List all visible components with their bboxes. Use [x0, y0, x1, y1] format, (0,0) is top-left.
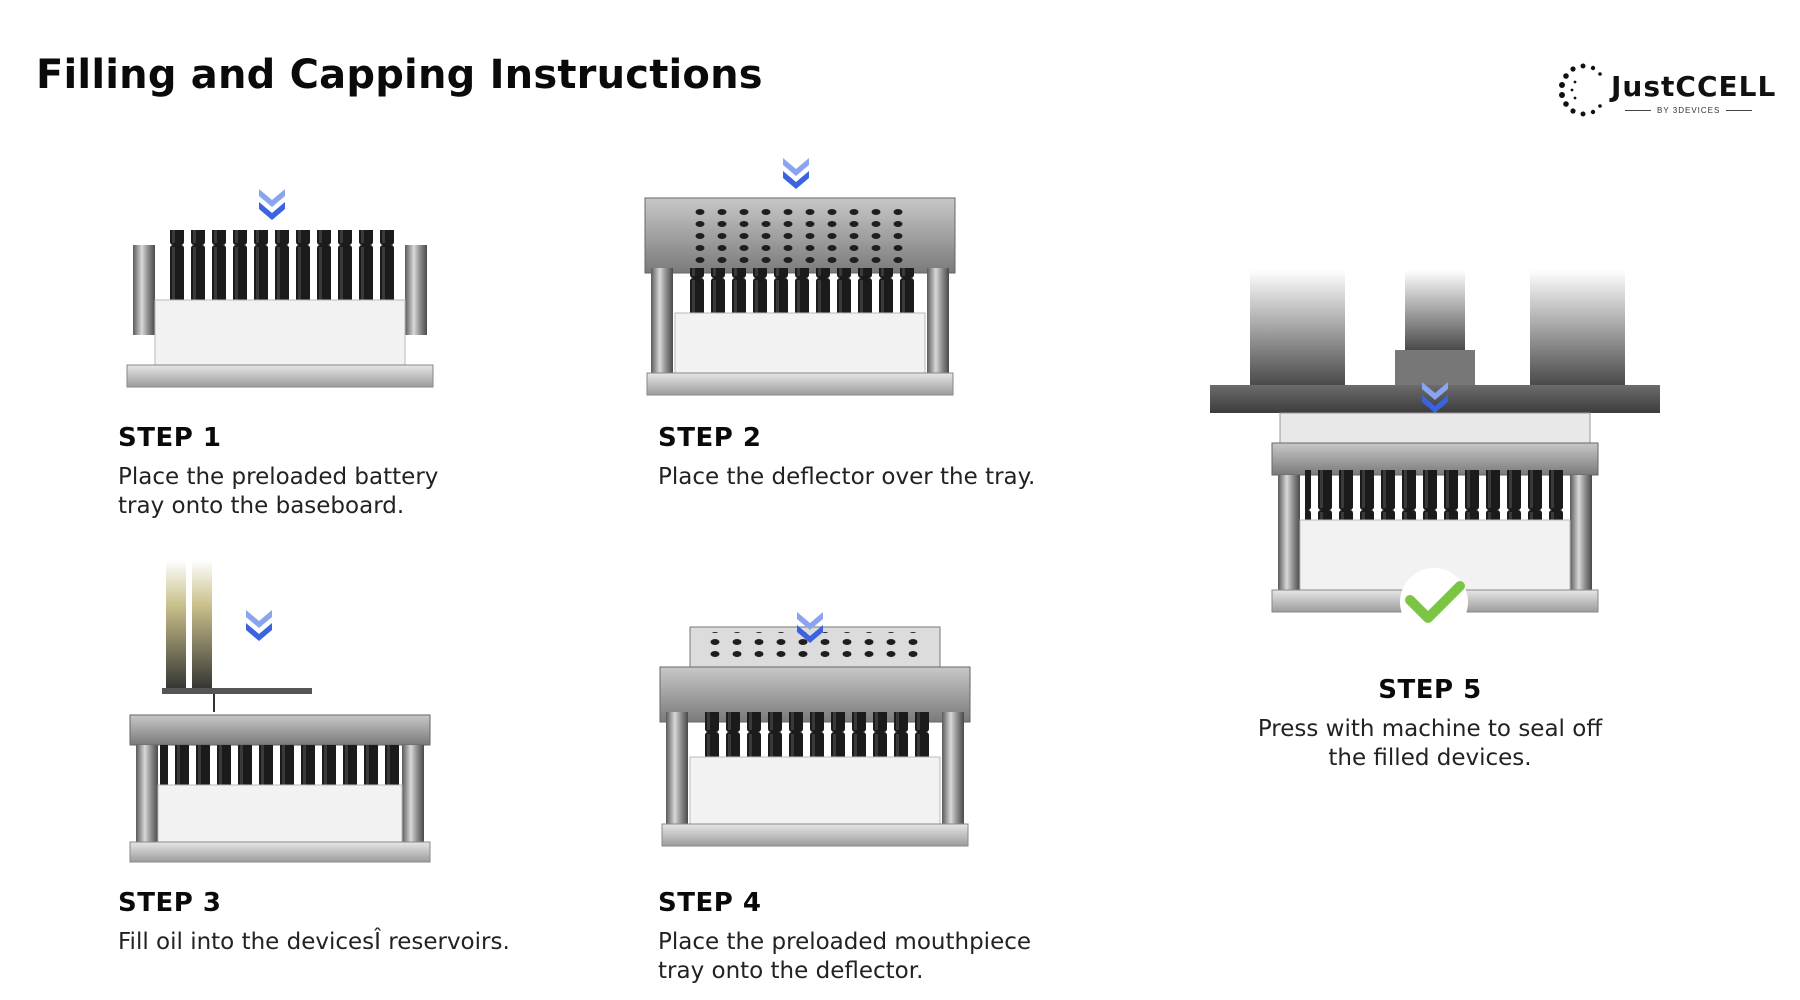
- step1-illustration: [126, 189, 434, 388]
- step5-desc-line2: the filled devices.: [1328, 745, 1532, 771]
- step2-label: STEP 2: [658, 423, 762, 453]
- step2-illustration: [644, 158, 956, 396]
- down-chevron-icon: [783, 158, 809, 189]
- step1-label: STEP 1: [118, 423, 222, 453]
- step2-desc-line1: Place the deflector over the tray.: [658, 464, 1036, 490]
- step1-description: Place the preloaded battery tray onto th…: [118, 463, 438, 521]
- step3-desc-line1: Fill oil into the devicesÎ reservoirs.: [118, 929, 510, 955]
- step4-label: STEP 4: [658, 888, 762, 918]
- step4-illustration: [659, 612, 971, 847]
- logo-wordmark: JustCCELL: [1611, 70, 1777, 103]
- down-chevron-icon: [259, 189, 285, 220]
- step5-label: STEP 5: [1378, 675, 1482, 705]
- step1-desc-line2: tray onto the baseboard.: [118, 493, 405, 519]
- step3-illustration: [129, 560, 431, 863]
- logo-dots-icon: [1559, 63, 1602, 117]
- down-chevron-icon: [246, 610, 272, 641]
- step5-description: Press with machine to seal off the fille…: [1230, 715, 1630, 773]
- page-title: Filling and Capping Instructions: [36, 52, 763, 98]
- checkmark-icon: [1400, 568, 1468, 636]
- logo-tagline: BY 3DEVICES: [1619, 106, 1758, 115]
- step4-description: Place the preloaded mouthpiece tray onto…: [658, 928, 1031, 986]
- step2-description: Place the deflector over the tray.: [658, 463, 1035, 492]
- step5-illustration: [1210, 270, 1660, 636]
- step4-desc-line1: Place the preloaded mouthpiece: [658, 929, 1032, 955]
- step4-desc-line2: tray onto the deflector.: [658, 958, 924, 984]
- step5-desc-line1: Press with machine to seal off: [1257, 716, 1603, 742]
- step3-label: STEP 3: [118, 888, 222, 918]
- step1-desc-line1: Place the preloaded battery: [118, 464, 439, 490]
- brand-logo: JustCCELL BY 3DEVICES: [1555, 60, 1785, 130]
- step3-description: Fill oil into the devicesÎ reservoirs.: [118, 928, 510, 957]
